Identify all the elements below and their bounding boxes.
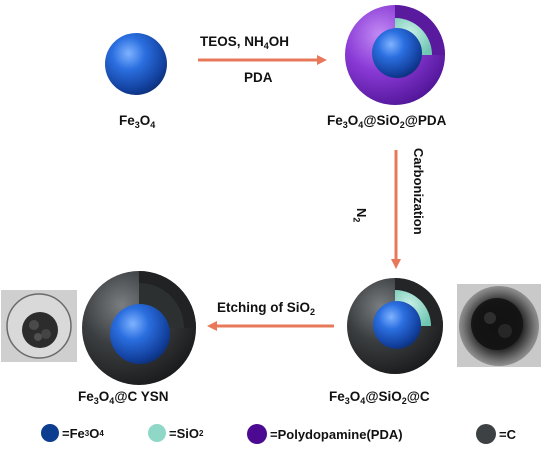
legend-pda-swatch [247, 424, 267, 444]
fe3o4-sio2-pda-sphere [345, 5, 445, 105]
fe3o4-sio2-c-sphere [347, 278, 443, 374]
step1-pda-label: PDA [244, 70, 273, 85]
step2-n2-label: N2 [351, 208, 369, 223]
fe3o4-sio2-c-label: Fe3O4@SiO2@C [329, 389, 430, 406]
legend-carbon: =C [476, 424, 516, 444]
tem-image-left [1, 290, 77, 362]
step3-etching-label: Etching of SiO2 [217, 300, 316, 317]
tem-image-right [457, 284, 541, 367]
legend-carbon-swatch [476, 424, 496, 444]
fe3o4-c-ysn-sphere [82, 271, 196, 385]
fe3o4-sphere [105, 33, 167, 95]
fe3o4-c-ysn-label: Fe3O4@C YSN [78, 389, 169, 406]
step2-carbonization-label: Carbonization [411, 148, 426, 235]
fe3o4-label: Fe3O4 [119, 113, 156, 130]
step1-reagents-label: TEOS, NH4OH [200, 34, 290, 51]
legend-pda: =Polydopamine(PDA) [247, 424, 403, 444]
fe3o4-sio2-pda-label: Fe3O4@SiO2@PDA [327, 113, 447, 130]
legend-sio2-swatch [148, 424, 166, 442]
legend-fe3o4-swatch [41, 424, 59, 442]
